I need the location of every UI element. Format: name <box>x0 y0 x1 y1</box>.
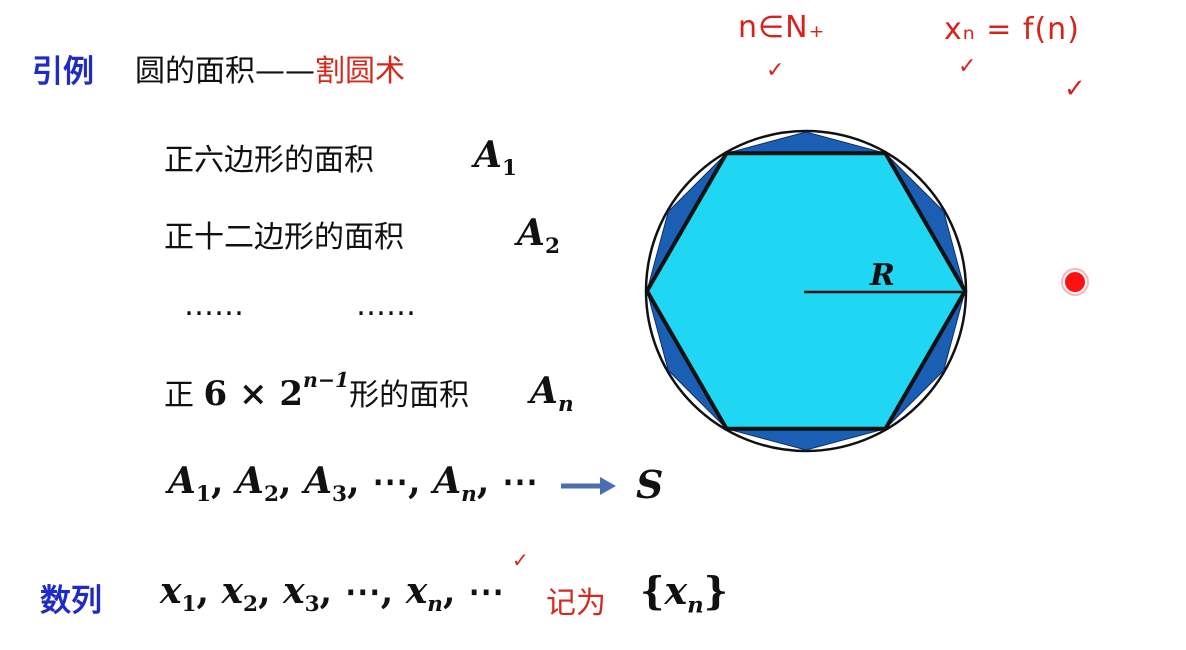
check-icon: ✓ <box>766 58 785 83</box>
polygon-n-expression: 6 × 2n−1 <box>203 368 350 414</box>
intro-title: 圆的面积——割圆术 <box>135 46 405 90</box>
arrow-icon <box>561 477 616 495</box>
symbol-letter: A <box>474 134 502 176</box>
polygon-n-suffix: 形的面积 <box>349 378 470 413</box>
sequence-term: x1 <box>160 570 197 618</box>
symbol-letter: A <box>517 212 545 254</box>
ellipsis-right: …… <box>356 288 416 323</box>
symbol-subscript: n <box>557 392 574 418</box>
hexagon-area-label: 正六边形的面积 <box>164 143 374 178</box>
intro-tag: 引例 <box>32 54 94 90</box>
check-icon: ✓ <box>512 548 529 572</box>
polygon-n-area-symbol: An <box>530 370 574 417</box>
check-icon: ✓ <box>958 54 977 79</box>
symbol-letter: A <box>530 370 558 412</box>
x-sequence: x1, x2, x3, ⋯, xn, ⋯ <box>160 570 505 618</box>
sequence-notation: {xn} <box>640 568 728 619</box>
symbol-subscript: 2 <box>544 234 560 260</box>
check-icon: ✓ <box>1064 74 1086 104</box>
handwritten-domain: n∈N₊ <box>738 10 826 45</box>
symbol-subscript: 1 <box>501 156 517 182</box>
dodecagon-area-label: 正十二边形的面积 <box>164 220 404 255</box>
sequence-term: A3 <box>304 460 348 508</box>
sequence-term: x3 <box>283 570 320 618</box>
sequence-ellipsis: ⋯ <box>468 570 505 612</box>
notation-subscript: n <box>687 592 704 619</box>
intro-title-prefix: 圆的面积—— <box>135 54 315 89</box>
expression-exponent: n−1 <box>303 367 350 392</box>
sequence-term: A1 <box>168 460 211 508</box>
intro-title-highlight: 割圆术 <box>315 54 405 89</box>
brace-close: } <box>703 568 729 613</box>
sequence-term: x2 <box>221 570 259 618</box>
handwritten-formula: xₙ = f(n) <box>944 12 1080 47</box>
sequence-ellipsis: ⋯ <box>501 460 538 502</box>
radius-label: R <box>870 258 895 293</box>
sequence-term: A2 <box>236 460 280 508</box>
pointer-dot <box>1065 272 1085 292</box>
area-sequence: A1, A2, A3, ⋯, An, ⋯ <box>168 460 538 508</box>
dodecagon-area-symbol: A2 <box>517 212 560 259</box>
brace-open: { <box>640 568 665 613</box>
sequence-tag: 数列 <box>40 583 102 619</box>
polygon-n-prefix: 正 <box>164 378 194 413</box>
limit-symbol: S <box>636 462 664 507</box>
sequence-term-n: xn <box>405 570 443 618</box>
denote-label: 记为 <box>546 586 606 621</box>
hexagon-area-symbol: A1 <box>474 134 517 181</box>
polygon-n-area-label: 正 6 × 2n−1形的面积 <box>164 368 470 414</box>
sequence-ellipsis: ⋯ <box>372 460 409 502</box>
ellipsis-left: …… <box>184 288 244 323</box>
sequence-term-n: An <box>433 460 477 508</box>
expression-base: 6 × 2 <box>203 374 304 414</box>
notation-letter: x <box>664 568 688 613</box>
sequence-ellipsis: ⋯ <box>344 570 381 612</box>
